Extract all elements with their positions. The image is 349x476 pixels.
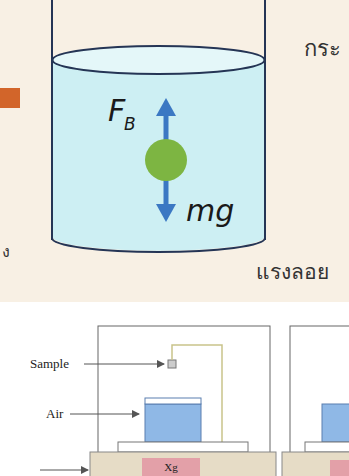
thai-fragment: ง: [2, 244, 10, 260]
part-label: Air: [46, 407, 63, 420]
force-symbol: F: [108, 96, 125, 126]
balance-display: Xg: [142, 458, 200, 476]
thai-heading: แรงลอย: [256, 262, 329, 283]
display-reading: Xg: [164, 461, 177, 473]
thai-fragment: กระ: [304, 38, 341, 60]
weight-label: mg: [186, 196, 234, 226]
part-label: Sample: [30, 357, 69, 370]
force-subscript: B: [124, 116, 136, 133]
